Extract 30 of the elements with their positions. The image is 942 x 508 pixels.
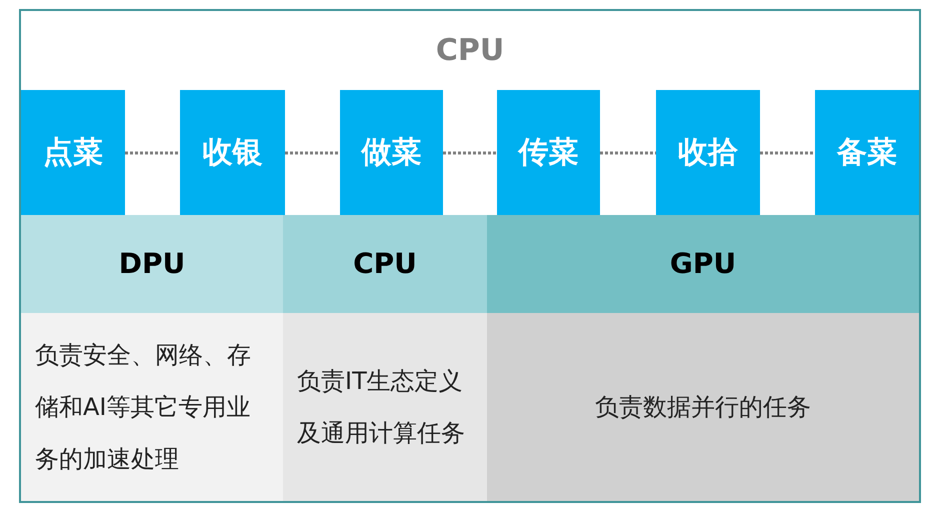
connector-line (285, 152, 340, 154)
description-text: 负责安全、网络、存储和AI等其它专用业务的加速处理 (35, 340, 252, 475)
task-box (815, 90, 919, 215)
header-label: DPU (118, 247, 186, 281)
connector-line (600, 152, 656, 154)
description-cell (283, 313, 487, 501)
task-label: 备菜 (837, 134, 897, 170)
task-label: 点菜 (43, 134, 103, 170)
connector-line (125, 152, 180, 154)
processor-header (283, 215, 487, 313)
task-box (21, 90, 125, 215)
task-label: 传菜 (518, 134, 578, 170)
header-label: GPU (670, 247, 736, 281)
connector-line (443, 152, 497, 154)
task-box (656, 90, 760, 215)
processor-header (487, 215, 919, 313)
connector-line (760, 152, 815, 154)
task-box (340, 90, 443, 215)
task-box (497, 90, 600, 215)
description-cell (21, 313, 283, 501)
task-box (180, 90, 285, 215)
task-label: 收银 (202, 134, 262, 170)
description-cell (487, 313, 919, 501)
header-label: CPU (353, 247, 417, 281)
description-text: 负责IT生态定义及通用计算任务 (297, 366, 466, 449)
processor-header (21, 215, 283, 313)
band-title: CPU (436, 32, 504, 68)
task-label: 做菜 (362, 134, 422, 170)
task-label: 收拾 (678, 134, 738, 170)
description-text: 负责数据并行的任务 (595, 392, 811, 423)
